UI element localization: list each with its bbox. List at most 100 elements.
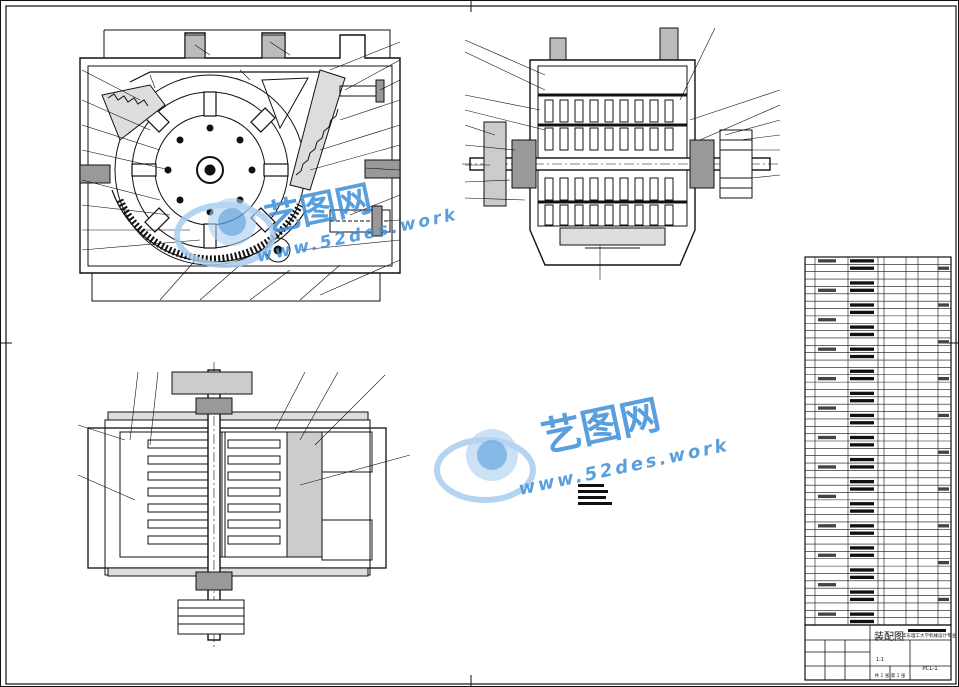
title-block-redaction [908, 629, 946, 632]
bom-redacted-cell [850, 480, 874, 484]
side-discharge-grid [559, 227, 666, 246]
watermark-globe-icon [434, 429, 536, 503]
plan-view-leaders [77, 371, 411, 501]
plan-left-chamber [119, 431, 226, 558]
front-feed-chute-left [184, 34, 206, 59]
bom-redacted-cell [850, 619, 874, 624]
bom-redacted-cell [850, 465, 874, 469]
bom-redacted-cell [818, 553, 836, 557]
bom-redacted-cell [850, 509, 874, 513]
bom-redacted-cell [850, 347, 874, 351]
bill-of-materials-table [804, 256, 952, 626]
plan-top-rail [107, 411, 369, 421]
rotor-shaft [196, 156, 224, 184]
bom-redacted-cell [850, 266, 874, 270]
front-hopper-outline [103, 29, 391, 58]
bom-redacted-cell [850, 310, 874, 315]
drawing-scale: 1:1 [876, 657, 884, 663]
plan-bottom-bearing [195, 571, 233, 591]
sheet-inner-border [5, 5, 957, 685]
right-impact-teeth [295, 108, 339, 176]
left-support [79, 164, 111, 184]
side-housing-outline [529, 59, 696, 266]
discharge-pivot-pin [273, 245, 283, 255]
side-view-leaders [464, 27, 781, 280]
bom-redacted-cell [850, 354, 874, 359]
bom-redacted-cell [850, 288, 874, 292]
side-chute-right [659, 27, 679, 61]
bom-redacted-cell [938, 413, 949, 418]
side-left-bearing [511, 139, 537, 189]
side-section-view [462, 27, 781, 280]
bom-redacted-cell [938, 597, 949, 602]
bom-redacted-cell [818, 583, 836, 587]
bom-redacted-cell [818, 435, 836, 440]
side-right-bearing [689, 139, 715, 189]
bom-redacted-cell [850, 303, 874, 307]
bom-redacted-cell [938, 524, 949, 528]
bom-redacted-cell [850, 546, 874, 550]
side-lower-hammer-row-2 [544, 204, 674, 226]
bom-redacted-cell [850, 502, 874, 506]
bom-redacted-cell [818, 406, 836, 410]
bom-redacted-cell [818, 259, 836, 263]
left-impact-teeth [107, 93, 149, 107]
bom-redacted-cell [818, 465, 836, 469]
bom-redacted-cell [850, 435, 874, 440]
watermark-globe-icon [174, 198, 276, 268]
plan-pulley [177, 599, 245, 635]
bom-redacted-cell [850, 597, 874, 602]
bom-redacted-cell [850, 612, 874, 616]
bom-redacted-cell [850, 369, 874, 373]
bom-redacted-cell [938, 266, 949, 270]
bom-redacted-cell [818, 347, 836, 351]
right-impact-plate [289, 69, 346, 191]
side-chute-left [549, 37, 567, 61]
bom-redacted-cell [850, 281, 874, 285]
bom-redacted-cell [850, 553, 874, 557]
rotor-pin-holes [164, 124, 256, 216]
plan-hammers [147, 439, 281, 545]
side-lower-hammer-row [544, 177, 674, 201]
title-block [804, 624, 952, 681]
side-upper-hammer-row-2 [544, 127, 674, 151]
plan-top-bearing [195, 397, 233, 415]
sheet-info: 共 1 张 第 1 张 [875, 672, 906, 679]
bom-redacted-cell [850, 590, 874, 594]
plan-bottom-rail [107, 567, 369, 577]
plan-lower-block [321, 519, 373, 561]
bom-redacted-cell [818, 524, 836, 528]
rotor-shaft-core [204, 164, 216, 176]
bom-redacted-cell [850, 391, 874, 395]
plan-right-plate [286, 431, 323, 558]
top-adjust-nut [375, 79, 385, 103]
side-flywheel [483, 121, 507, 207]
bom-redacted-cell [850, 568, 874, 572]
drawing-title: 装配图 [874, 630, 904, 643]
plan-flywheel [171, 371, 253, 395]
side-upper-hammer-row [544, 99, 674, 123]
bom-redacted-cell [850, 325, 874, 329]
front-view [79, 29, 401, 302]
title-block-outline [804, 624, 952, 681]
technical-notes-redacted [578, 484, 612, 505]
school-line: 华东理工大学机械设计专业 [902, 632, 956, 639]
bom-redacted-cell [850, 443, 874, 447]
bom-redacted-cell [850, 575, 874, 579]
bom-redacted-cell [818, 376, 836, 381]
bom-redacted-cell [818, 612, 836, 616]
bom-redacted-cell [938, 487, 949, 491]
side-pulley [719, 129, 753, 199]
bom-redacted-cell [850, 487, 874, 491]
bom-redacted-cell [938, 340, 949, 344]
bom-redacted-cell [850, 259, 874, 263]
bom-redacted-cell [938, 376, 949, 381]
side-housing-inner [537, 65, 688, 227]
bom-redacted-cell [938, 450, 949, 454]
bom-redacted-cell [938, 560, 949, 565]
front-feed-chute-right [261, 34, 286, 59]
drawing-number: PCL-1 [922, 666, 938, 672]
bom-redacted-cell [850, 421, 874, 425]
bom-redacted-cell [938, 303, 949, 307]
